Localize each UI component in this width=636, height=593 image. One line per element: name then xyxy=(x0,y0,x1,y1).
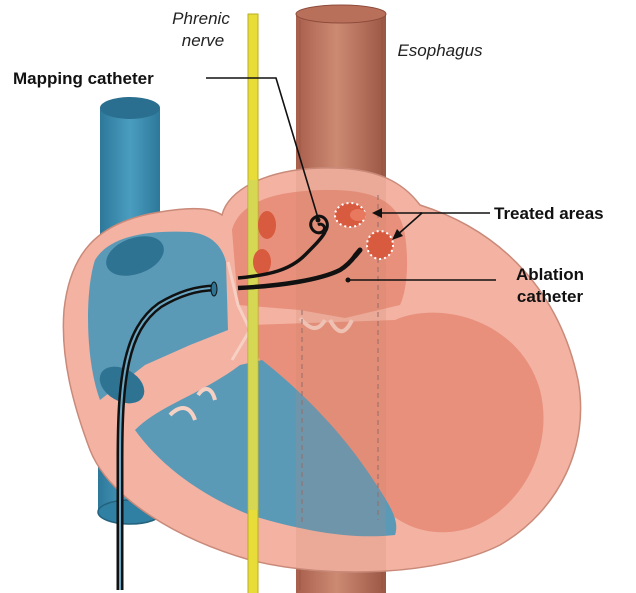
phrenic-label-line1: Phrenic xyxy=(172,9,230,28)
treated-areas-label: Treated areas xyxy=(494,204,604,223)
phrenic-label-line2: nerve xyxy=(182,31,225,50)
esophagus-label: Esophagus xyxy=(397,41,483,60)
ablation-label-line1: Ablation xyxy=(516,265,584,284)
ablation-label-line2: catheter xyxy=(517,287,584,306)
mapping-catheter-label: Mapping catheter xyxy=(13,69,154,88)
phrenic-nerve xyxy=(248,14,258,593)
